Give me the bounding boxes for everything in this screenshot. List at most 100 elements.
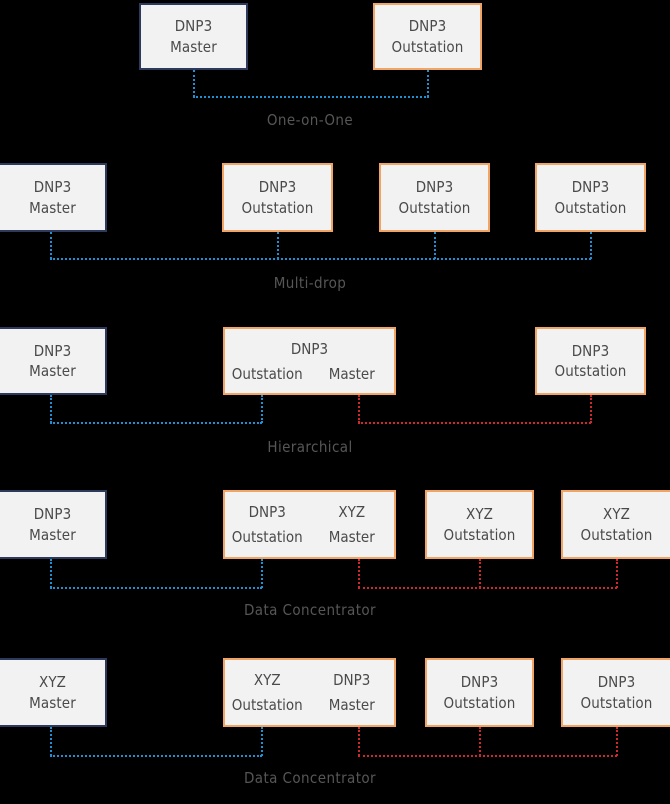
node-label: DNP3 Outstation	[242, 177, 314, 218]
node-protocol: DNP3	[33, 178, 72, 197]
link-drop-r3-concentrator-out	[358, 395, 360, 423]
node-role: Outstation	[443, 693, 516, 712]
link-bus-r2	[50, 258, 591, 260]
link-drop-r5-concentrator-out	[358, 727, 360, 756]
link-drop-r5-outstation-1	[479, 727, 481, 756]
node-left-role: Outstation	[231, 696, 303, 714]
caption-data-concentrator-2: Data Concentrator	[243, 769, 376, 787]
node-role: Outstation	[391, 37, 464, 56]
link-bus-r3-blue	[50, 422, 262, 424]
node-role: Master	[29, 525, 76, 544]
link-bus-r5-blue	[50, 755, 262, 757]
node-label: DNP3 Outstation	[392, 16, 464, 57]
node-protocol: DNP3	[33, 341, 72, 360]
node-role: Outstation	[443, 525, 516, 544]
node-shared-protocol: DNP3	[290, 339, 329, 358]
node-r3-concentrator[interactable]: DNP3 Outstation Master	[223, 327, 396, 395]
node-protocol: XYZ	[465, 505, 494, 524]
link-drop-r2-outstation-1	[277, 232, 279, 259]
link-drop-r3-master	[50, 395, 52, 423]
node-r2-outstation-1[interactable]: DNP3 Outstation	[222, 163, 333, 232]
node-right-protocol: XYZ	[338, 503, 366, 521]
caption-one-on-one: One-on-One	[266, 111, 354, 129]
node-role: Outstation	[580, 693, 653, 712]
node-r5-concentrator[interactable]: XYZ DNP3 Outstation Master	[223, 658, 396, 727]
link-bus-r3-red	[358, 422, 591, 424]
link-drop-r4-master	[50, 559, 52, 588]
node-label: DNP3 Outstation	[444, 672, 516, 713]
node-label: DNP3 Master	[29, 341, 76, 382]
link-drop-r5-concentrator-in	[261, 727, 263, 756]
node-protocol: DNP3	[460, 673, 499, 692]
node-right-protocol: DNP3	[333, 671, 371, 689]
node-role: Master	[29, 198, 76, 217]
node-role: Master	[170, 37, 217, 56]
node-role: Master	[29, 362, 76, 380]
link-drop-r5-outstation-2	[616, 727, 618, 756]
link-drop-r1-outstation	[427, 70, 429, 97]
link-drop-r4-outstation-2	[616, 559, 618, 588]
node-left-role: Outstation	[231, 528, 303, 546]
link-drop-r1-master	[193, 70, 195, 97]
node-left-role: Outstation	[231, 364, 303, 383]
node-label: DNP3 Outstation	[555, 341, 627, 382]
node-right-role: Master	[328, 696, 375, 714]
node-protocol: DNP3	[33, 505, 72, 524]
link-drop-r2-master	[50, 232, 52, 259]
node-role: Master	[29, 693, 76, 712]
node-r2-outstation-3[interactable]: DNP3 Outstation	[535, 163, 646, 232]
node-r2-outstation-2[interactable]: DNP3 Outstation	[379, 163, 490, 232]
node-r5-outstation-1[interactable]: DNP3 Outstation	[425, 658, 534, 727]
node-label: DNP3 Master	[29, 177, 76, 218]
node-protocol: DNP3	[408, 17, 447, 36]
node-r4-outstation-2[interactable]: XYZ Outstation	[561, 490, 670, 559]
node-label: XYZ Outstation	[444, 504, 516, 545]
node-r4-concentrator[interactable]: DNP3 XYZ Outstation Master	[223, 490, 396, 559]
node-r4-outstation-1[interactable]: XYZ Outstation	[425, 490, 534, 559]
node-r3-outstation[interactable]: DNP3 Outstation	[535, 327, 646, 395]
node-label: DNP3 Outstation	[581, 672, 653, 713]
node-right-role: Master	[328, 528, 375, 546]
node-protocol: DNP3	[597, 673, 636, 692]
node-protocol: DNP3	[415, 178, 454, 197]
node-r2-master[interactable]: DNP3 Master	[0, 163, 107, 232]
node-r1-outstation[interactable]: DNP3 Outstation	[373, 3, 482, 70]
node-r3-master[interactable]: DNP3 Master	[0, 327, 107, 395]
node-protocol: DNP3	[174, 17, 213, 36]
link-drop-r3-outstation	[590, 395, 592, 423]
link-bus-r5-red	[358, 755, 617, 757]
node-role: Outstation	[398, 198, 471, 217]
node-protocol: DNP3	[571, 341, 610, 360]
node-label: DNP3 Master	[29, 504, 76, 545]
node-protocol: DNP3	[258, 178, 297, 197]
node-label: XYZ Master	[29, 672, 76, 713]
node-role: Outstation	[554, 198, 627, 217]
node-label: DNP3 Master	[170, 16, 217, 57]
node-left-protocol: XYZ	[253, 671, 281, 689]
node-label: XYZ Outstation	[581, 504, 653, 545]
node-role: Outstation	[241, 198, 314, 217]
node-left-protocol: DNP3	[248, 503, 286, 521]
link-drop-r3-concentrator-in	[261, 395, 263, 423]
caption-hierarchical: Hierarchical	[267, 438, 353, 456]
node-label: DNP3 Outstation	[399, 177, 471, 218]
node-r1-master[interactable]: DNP3 Master	[139, 3, 248, 70]
link-drop-r5-master	[50, 727, 52, 756]
node-r4-master[interactable]: DNP3 Master	[0, 490, 107, 559]
link-bus-r4-blue	[50, 587, 262, 589]
node-protocol: XYZ	[602, 505, 631, 524]
link-drop-r2-outstation-3	[590, 232, 592, 259]
caption-data-concentrator-1: Data Concentrator	[243, 601, 376, 619]
node-role: Outstation	[580, 525, 653, 544]
link-drop-r2-outstation-2	[434, 232, 436, 259]
node-right-role: Master	[328, 364, 375, 383]
link-drop-r4-concentrator-in	[261, 559, 263, 588]
node-r5-master[interactable]: XYZ Master	[0, 658, 107, 727]
caption-multi-drop: Multi-drop	[273, 274, 347, 292]
node-label: DNP3 Outstation	[555, 177, 627, 218]
node-role: Outstation	[554, 362, 627, 380]
node-r5-outstation-2[interactable]: DNP3 Outstation	[561, 658, 670, 727]
node-protocol: DNP3	[571, 178, 610, 197]
link-drop-r4-outstation-1	[479, 559, 481, 588]
